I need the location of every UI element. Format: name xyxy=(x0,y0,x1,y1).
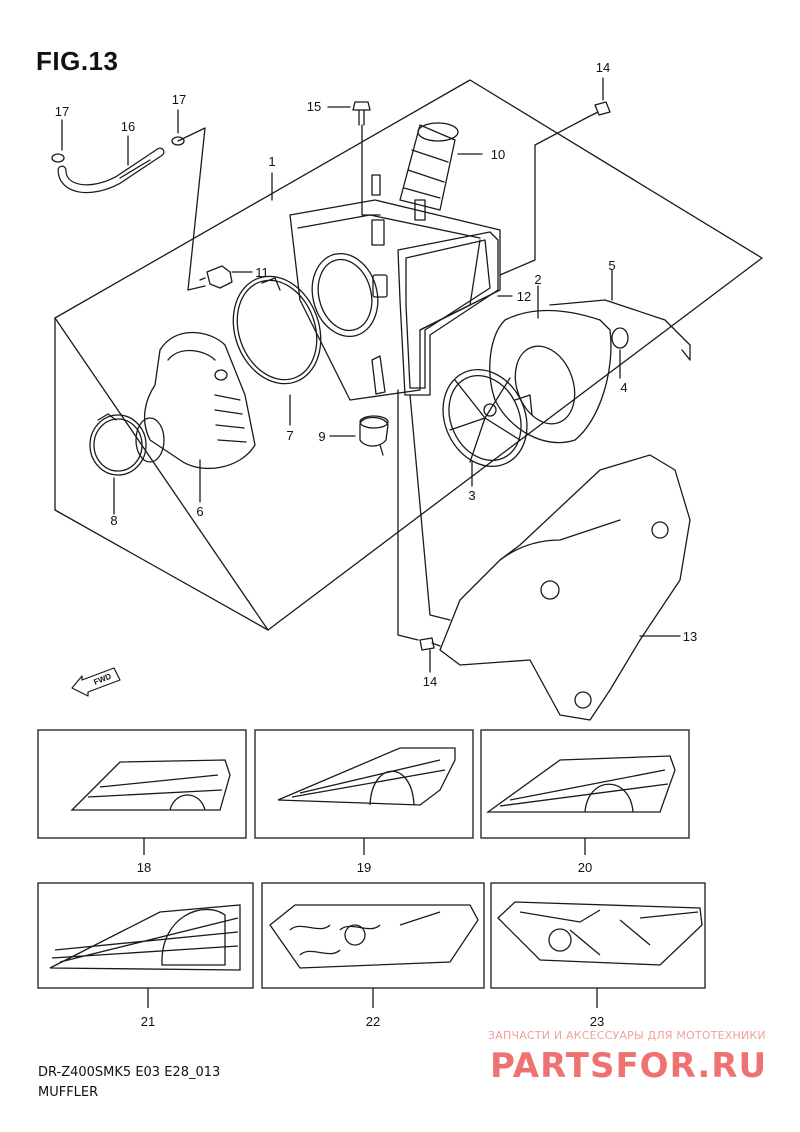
model-code: DR-Z400SMK5 E03 E28_013 xyxy=(38,1065,221,1080)
label-1: 1 xyxy=(268,154,275,169)
figure-caption: MUFFLER xyxy=(38,1085,99,1100)
label-8: 8 xyxy=(110,513,117,528)
decal-21 xyxy=(49,904,241,971)
label-11: 11 xyxy=(255,265,269,280)
seal xyxy=(397,231,499,396)
washer xyxy=(611,327,629,349)
label-16: 16 xyxy=(121,119,135,134)
hose-clamp xyxy=(89,413,147,476)
label-21: 21 xyxy=(141,1014,155,1029)
decal-23 xyxy=(497,901,703,966)
fwd-label: FWD xyxy=(92,672,112,687)
watermark-brand: PARTSFOR.RU xyxy=(490,1046,768,1086)
label-17-right: 17 xyxy=(172,92,186,107)
label-18: 18 xyxy=(137,860,151,875)
label-13: 13 xyxy=(683,629,697,644)
intake-duct xyxy=(135,331,256,470)
decal-box-18 xyxy=(37,729,247,839)
filter-cage xyxy=(442,368,533,468)
bolt-15 xyxy=(352,101,371,126)
assembly-boundary xyxy=(54,79,763,631)
label-2: 2 xyxy=(534,272,541,287)
decal-box-22 xyxy=(261,882,485,989)
label-3: 3 xyxy=(468,488,475,503)
fitting xyxy=(199,265,233,289)
filter-element xyxy=(489,309,612,444)
decal-box-21 xyxy=(37,882,254,989)
breather-hose xyxy=(51,136,185,194)
label-17-left: 17 xyxy=(55,104,69,119)
label-14-bottom: 14 xyxy=(423,674,437,689)
decal-22 xyxy=(269,904,479,969)
bolt-14-bottom xyxy=(419,637,441,651)
label-19: 19 xyxy=(357,860,371,875)
fwd-arrow-icon xyxy=(71,667,121,697)
label-6: 6 xyxy=(196,504,203,519)
intake-boot xyxy=(399,122,459,211)
label-7: 7 xyxy=(286,428,293,443)
decal-18 xyxy=(70,759,231,811)
label-15: 15 xyxy=(307,99,321,114)
label-22: 22 xyxy=(366,1014,380,1029)
spring-clip xyxy=(549,299,691,361)
figure-title: FIG.13 xyxy=(36,46,119,76)
side-cover xyxy=(439,454,691,721)
label-5: 5 xyxy=(608,258,615,273)
decal-19 xyxy=(277,747,456,806)
label-12: 12 xyxy=(517,289,531,304)
drain-cap xyxy=(359,415,389,456)
watermark-subtitle: ЗАПЧАСТИ И АКСЕССУАРЫ ДЛЯ МОТОТЕХНИКИ xyxy=(488,1029,766,1042)
label-23: 23 xyxy=(590,1014,604,1029)
air-box xyxy=(289,199,501,401)
label-4: 4 xyxy=(620,380,627,395)
label-20: 20 xyxy=(578,860,592,875)
bolt-14-top xyxy=(587,101,611,118)
leader-hose xyxy=(177,127,206,291)
label-9: 9 xyxy=(318,429,325,444)
decal-20 xyxy=(485,755,676,813)
decal-box-20 xyxy=(480,729,690,839)
label-14-top: 14 xyxy=(596,60,610,75)
decal-box-23 xyxy=(490,882,706,989)
label-10: 10 xyxy=(491,147,505,162)
clamp-ring xyxy=(232,275,322,385)
